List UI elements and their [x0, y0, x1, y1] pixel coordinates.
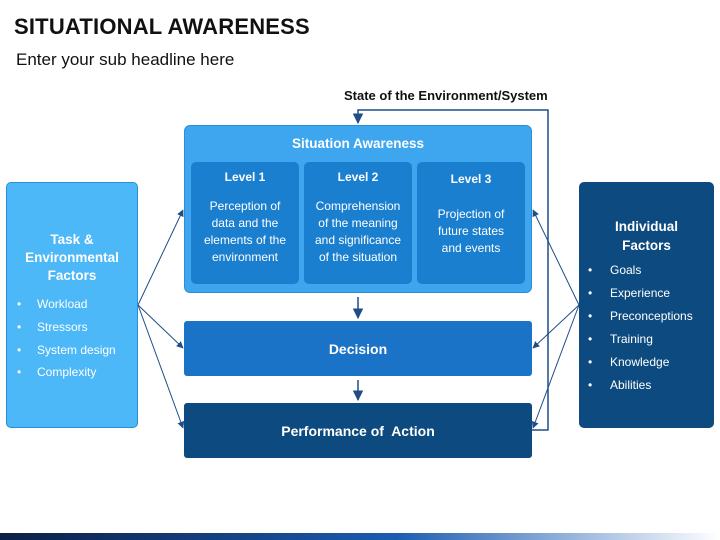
list-item: • Training [588, 328, 693, 351]
bullet-icon: • [588, 331, 593, 346]
right-title-line: Factors [622, 238, 671, 253]
environment-label: State of the Environment/System [344, 88, 548, 103]
page-subtitle: Enter your sub headline here [16, 50, 235, 69]
level-2-box: Level 2 Comprehension of the meaning and… [304, 162, 412, 284]
level-3-description: Projection of future states and events [417, 206, 525, 257]
decision-box: Decision [184, 321, 532, 376]
task-to-performance-arrow [137, 304, 185, 429]
level-1-line: data and the [211, 216, 279, 230]
situation-awareness-title: Situation Awareness [291, 136, 425, 151]
list-item-label: Training [610, 331, 653, 346]
bullet-icon: • [588, 377, 593, 392]
level-1-line: Perception of [209, 199, 281, 213]
list-item-label: Knowledge [610, 354, 670, 369]
left-title-line: Environmental [25, 250, 119, 265]
bottom-accent-bar [0, 533, 720, 540]
bullet-icon: • [17, 297, 22, 311]
list-item: • Experience [588, 282, 693, 305]
individual-factors-box: Individual Factors • Goals • Experience • P… [579, 182, 714, 428]
bullet-icon: • [588, 354, 593, 369]
list-item-label: Stressors [37, 319, 88, 334]
bullet-icon: • [588, 263, 593, 277]
list-item: • Abilities [588, 374, 693, 397]
individual-factors-title: Individual Factors [579, 217, 714, 255]
level-2-line: of the situation [318, 250, 398, 264]
level-1-box: Level 1 Perception of data and the eleme… [191, 162, 299, 284]
feedback-loop-arrow [352, 109, 549, 431]
level-3-line: and events [441, 241, 501, 255]
level-3-box: Level 3 Projection of future states and … [417, 162, 525, 284]
list-item-label: Experience [610, 285, 671, 300]
list-item-label: Workload [37, 297, 88, 311]
bullet-icon: • [588, 285, 593, 300]
task-factors-list: • Workload • Stressors • System design • Com… [17, 293, 116, 384]
task-to-sa-arrow [137, 209, 184, 306]
level-1-line: elements of the [203, 233, 287, 247]
level-2-line: of the meaning [318, 216, 398, 230]
list-item-label: Preconceptions [610, 308, 693, 323]
task-environmental-factors-box: Task & Environmental Factors • Workload •… [6, 182, 138, 428]
list-item: • Goals [588, 259, 693, 282]
left-title-line: Factors [47, 268, 97, 283]
level-1-line: environment [211, 250, 279, 264]
bullet-icon: • [588, 308, 593, 323]
level-3-label: Level 3 [450, 172, 492, 186]
level-2-line: and significance [314, 233, 402, 247]
performance-of-action-box: Performance of Action [184, 403, 532, 458]
list-item-label: Complexity [37, 365, 97, 380]
level-2-line: Comprehension [315, 199, 401, 213]
right-title-line: Individual [614, 219, 678, 234]
level-2-label: Level 2 [337, 170, 379, 184]
list-item-label: Goals [610, 263, 642, 277]
bullet-icon: • [17, 342, 22, 357]
level-1-description: Perception of data and the elements of t… [191, 198, 299, 266]
list-item: • System design [17, 339, 116, 362]
page-title: SITUATIONAL AWARENESS [14, 14, 310, 39]
list-item-label: Abilities [610, 377, 652, 392]
level-1-label: Level 1 [224, 170, 266, 184]
individual-to-performance-arrow [531, 304, 580, 429]
list-item: • Preconceptions [588, 305, 693, 328]
level-2-description: Comprehension of the meaning and signifi… [304, 198, 412, 266]
bullet-icon: • [17, 319, 22, 334]
list-item-label: System design [37, 342, 116, 357]
level-3-line: Projection of [437, 207, 505, 221]
task-to-decision-arrow [137, 304, 184, 349]
individual-to-decision-arrow [532, 304, 580, 349]
list-item: • Complexity [17, 361, 116, 384]
situation-awareness-box: Situation Awareness Level 1 Perception o… [184, 125, 532, 293]
bullet-icon: • [17, 365, 22, 380]
task-environmental-factors-title: Task & Environmental Factors [7, 231, 137, 285]
level-3-line: future states [437, 224, 505, 238]
list-item: • Workload [17, 293, 116, 316]
individual-factors-list: • Goals • Experience • Preconceptions • Trai… [588, 259, 693, 396]
individual-to-sa-arrow [532, 209, 580, 306]
left-title-line: Task & [50, 232, 94, 247]
list-item: • Knowledge [588, 351, 693, 374]
list-item: • Stressors [17, 316, 116, 339]
